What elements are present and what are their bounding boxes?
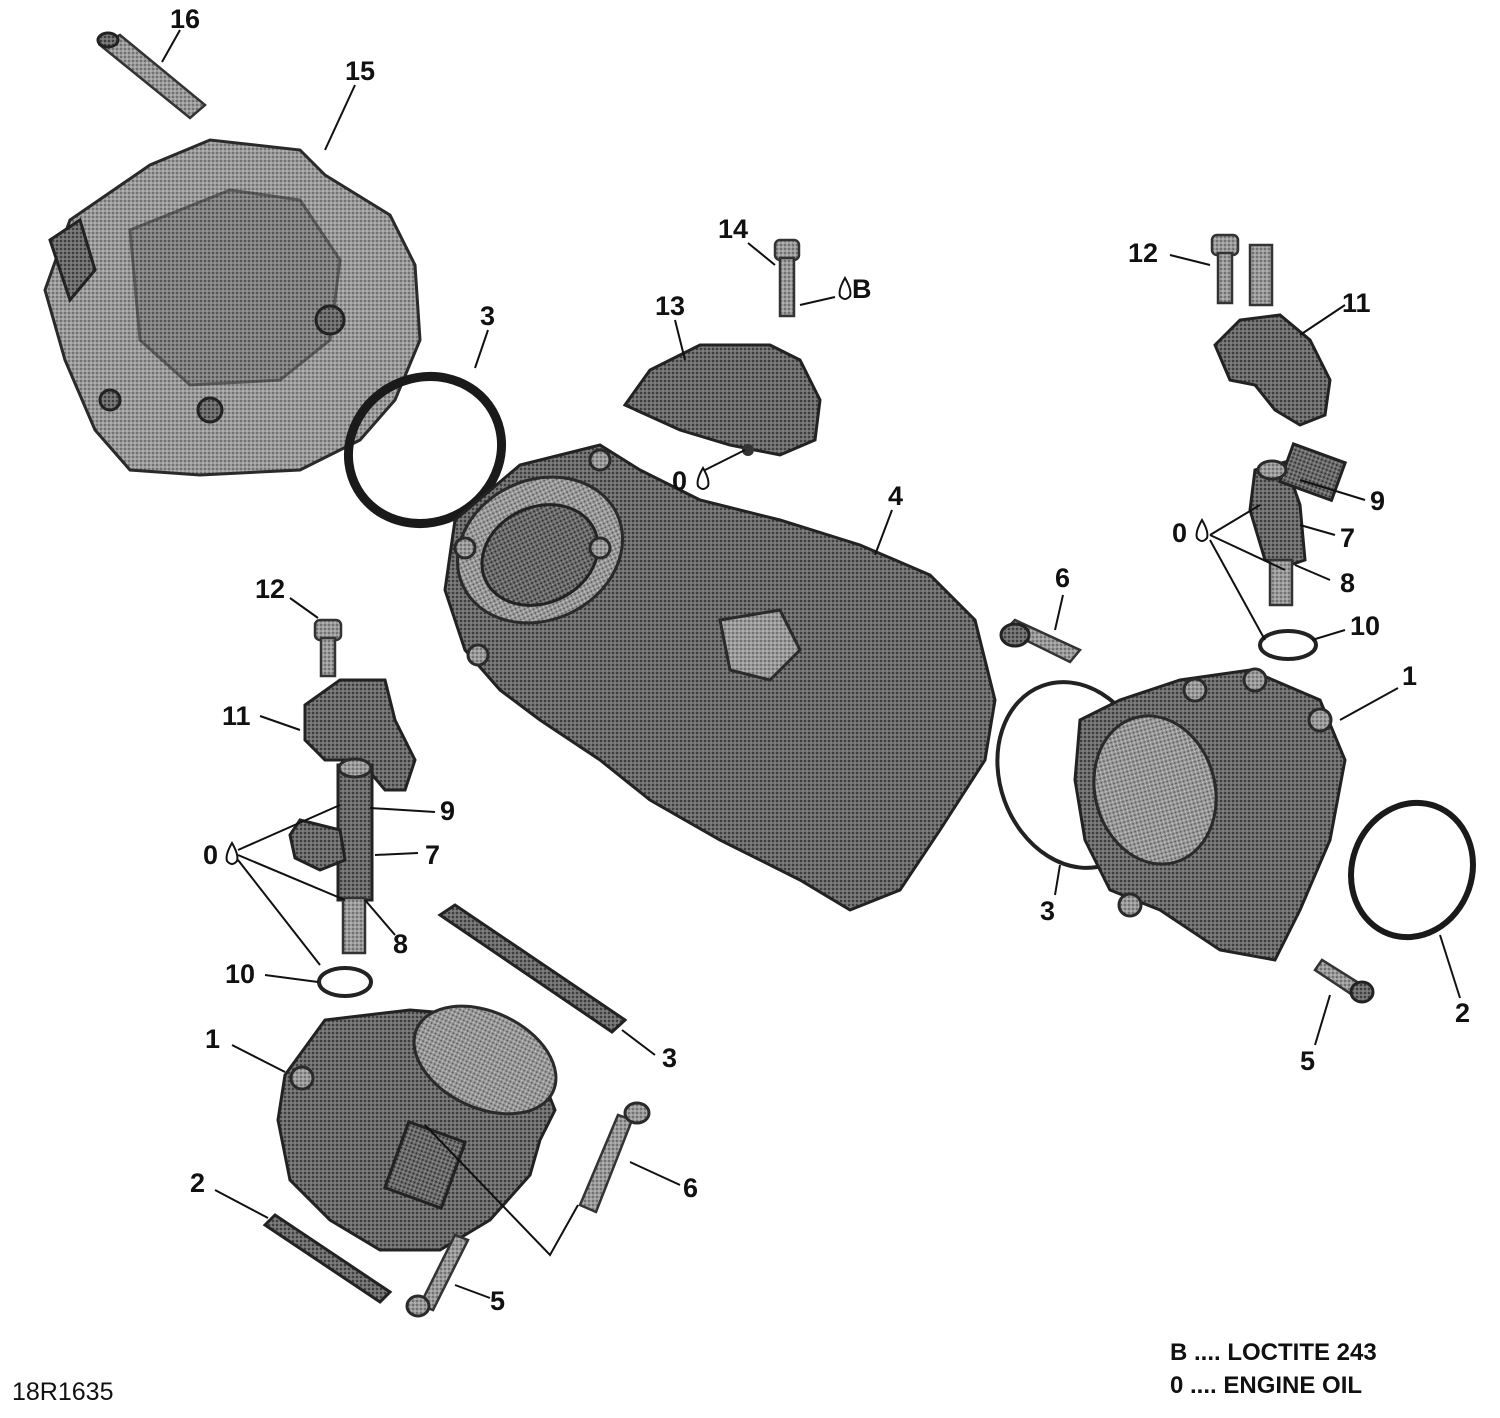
drop-icon: [696, 466, 710, 490]
callout-3-right: 3: [1040, 896, 1055, 926]
part-11-sensor-left: [303, 678, 417, 792]
part-2-seal-ring-right: [1348, 799, 1476, 941]
part-4-main-housing: [443, 443, 997, 912]
callout-11-right: 11: [1342, 288, 1371, 318]
part-6-bolt-right: [999, 618, 1083, 664]
callout-12-right: 12: [1128, 238, 1158, 268]
leader-lines: [161, 29, 1461, 1299]
legend: B .... LOCTITE 243 0 .... ENGINE OIL: [1170, 1339, 1377, 1399]
drop-icon: [225, 841, 239, 865]
part-6-bolt-left: [578, 1101, 651, 1214]
drop-icons: [225, 276, 1209, 865]
callout-14: 14: [718, 214, 748, 244]
callout-3-left: 3: [662, 1043, 677, 1073]
callout-1-right: 1: [1402, 661, 1417, 691]
part-3-gasket-left: [437, 903, 628, 1034]
callout-9-right: 9: [1370, 486, 1385, 516]
callout-7-left: 7: [425, 840, 440, 870]
callout-15: 15: [345, 56, 375, 86]
callout-8-right: 8: [1340, 568, 1355, 598]
part-16-bolt: [96, 31, 207, 120]
callout-13: 13: [655, 291, 685, 321]
part-15-cylinder-head: [43, 138, 422, 477]
drop-icon: [1195, 518, 1209, 542]
part-10-o-ring-left: [317, 966, 373, 998]
callout-13-oil: 0: [672, 466, 687, 496]
callout-6-right: 6: [1055, 563, 1070, 593]
callout-12-left: 12: [255, 574, 285, 604]
callout-3-upper: 3: [480, 301, 495, 331]
drop-icon: [838, 276, 852, 300]
callout-5-left: 5: [490, 1286, 505, 1316]
callout-9-left: 9: [440, 796, 455, 826]
part-3-seal-ring-upper: [343, 371, 507, 529]
callout-16: 16: [170, 4, 200, 34]
part-12-bolt-right: [1210, 233, 1240, 305]
part-10-o-ring-right: [1258, 629, 1318, 661]
part-11-sensor-right: [1213, 243, 1332, 427]
callout-10-right: 10: [1350, 611, 1380, 641]
part-14-bolt: [773, 238, 801, 318]
callout-1-left: 1: [205, 1024, 220, 1054]
part-7-injector-right: [1248, 442, 1348, 607]
callout-6-left: 6: [683, 1173, 698, 1203]
callout-0-left: 0: [203, 840, 218, 870]
part-5-bolt-left: [405, 1233, 470, 1318]
callout-4: 4: [888, 481, 903, 511]
callout-5-right: 5: [1300, 1046, 1315, 1076]
callout-2-right: 2: [1455, 998, 1470, 1028]
part-13-cover: [622, 343, 822, 457]
drawing-code: 18R1635: [12, 1378, 113, 1406]
part-7-injector-left: [288, 757, 374, 955]
callout-2-left: 2: [190, 1168, 205, 1198]
part-12-bolt-left: [313, 618, 343, 678]
part-1-throttle-body-right: [1073, 667, 1347, 962]
callout-8-left: 8: [393, 929, 408, 959]
part-1-throttle-body-left: [276, 1004, 558, 1252]
callout-11-left: 11: [222, 701, 251, 731]
callout-10-left: 10: [225, 959, 255, 989]
callout-labels: 16 15 3 14 B 13 0 12 11 9 0 7 8 10 4 6 1…: [170, 4, 1470, 1316]
callout-0-right: 0: [1172, 518, 1187, 548]
legend-engine-oil: 0 .... ENGINE OIL: [1170, 1372, 1362, 1399]
part-5-bolt-right: [1313, 958, 1375, 1004]
part-2-gasket-left: [262, 1213, 393, 1304]
callout-14-loctite: B: [852, 274, 872, 304]
callout-7-right: 7: [1340, 523, 1355, 553]
legend-loctite: B .... LOCTITE 243: [1170, 1339, 1377, 1366]
